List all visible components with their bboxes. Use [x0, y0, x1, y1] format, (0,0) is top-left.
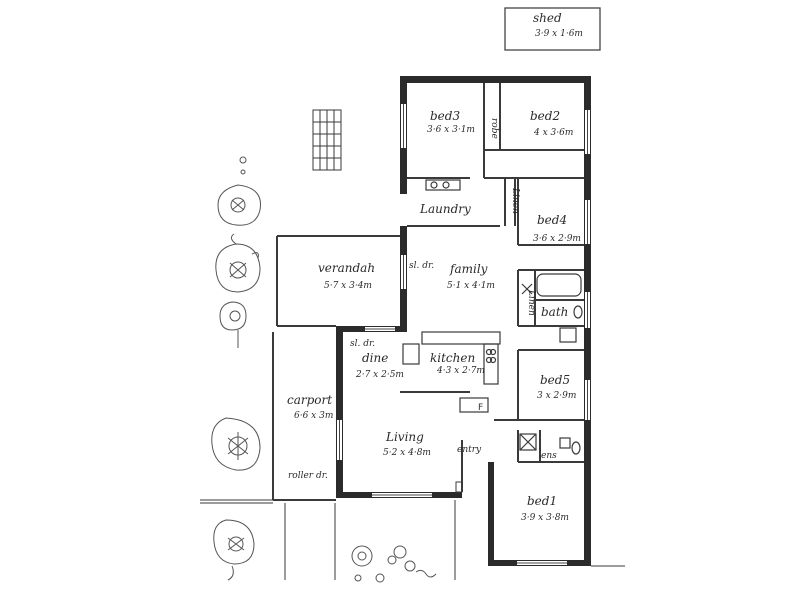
- sliding-door-dine-label: sl. dr.: [350, 339, 375, 349]
- ensuite-label: ens: [541, 451, 557, 461]
- shed-name: shed: [533, 11, 562, 25]
- bed5-name: bed5: [540, 373, 570, 387]
- shrub-4: [211, 417, 261, 471]
- bed4-size: 3·6 x 2·9m: [533, 234, 581, 244]
- shrub-1: [217, 184, 262, 226]
- carport-name: carport: [287, 393, 332, 407]
- roller-door-label: roller dr.: [288, 471, 328, 481]
- bed3-name: bed3: [430, 109, 460, 123]
- living-size: 5·2 x 4·8m: [383, 448, 431, 458]
- svg-text:F: F: [478, 403, 483, 413]
- robe-label: robe: [489, 118, 499, 139]
- shrub-3: [219, 301, 247, 348]
- entry-label: entry: [457, 445, 482, 455]
- carport-size: 6·6 x 3m: [294, 411, 333, 421]
- bed1-name: bed1: [527, 494, 557, 508]
- shrub-5: [213, 519, 255, 581]
- linen-lower-label: Linen: [526, 289, 536, 316]
- small-shrubs: [351, 545, 437, 583]
- linen-upper-label: Linen: [510, 187, 520, 214]
- ensuite-fittings: [519, 433, 581, 455]
- verandah-size: 5·7 x 3·4m: [324, 281, 372, 291]
- windows: [337, 104, 590, 565]
- bath-fittings: [521, 273, 583, 343]
- bed2-name: bed2: [530, 109, 560, 123]
- bath-label: bath: [541, 305, 568, 319]
- dine-name: dine: [362, 351, 388, 365]
- laundry-fittings: [425, 179, 461, 191]
- shed-outline: [504, 7, 601, 51]
- room-labels: bed3 3·6 x 3·1m robe bed2 4 x 3·6m Laund…: [287, 109, 581, 523]
- verandah-name: verandah: [318, 261, 375, 275]
- family-size: 5·1 x 4·1m: [447, 281, 495, 291]
- laundry-label: Laundry: [419, 202, 471, 216]
- bed3-size: 3·6 x 3·1m: [427, 125, 475, 135]
- shrub-2: [215, 233, 261, 293]
- kitchen-name: kitchen: [430, 351, 475, 365]
- family-name: family: [449, 262, 488, 276]
- kitchen-fittings: F: [402, 331, 501, 413]
- sliding-door-family-label: sl. dr.: [409, 261, 434, 271]
- bed1-size: 3·9 x 3·8m: [521, 513, 569, 523]
- dine-size: 2·7 x 2·5m: [355, 370, 404, 380]
- kitchen-size: 4·3 x 2·7m: [436, 366, 485, 376]
- bed5-size: 3 x 2·9m: [537, 391, 576, 401]
- bed2-size: 4 x 3·6m: [533, 128, 573, 138]
- bed4-name: bed4: [537, 213, 567, 227]
- trellis: [312, 109, 342, 171]
- garden-plants: [211, 156, 437, 583]
- living-name: Living: [385, 430, 424, 444]
- shed-size: 3·9 x 1·6m: [535, 29, 583, 39]
- site-lines: [200, 481, 625, 580]
- interior-walls: [272, 83, 584, 501]
